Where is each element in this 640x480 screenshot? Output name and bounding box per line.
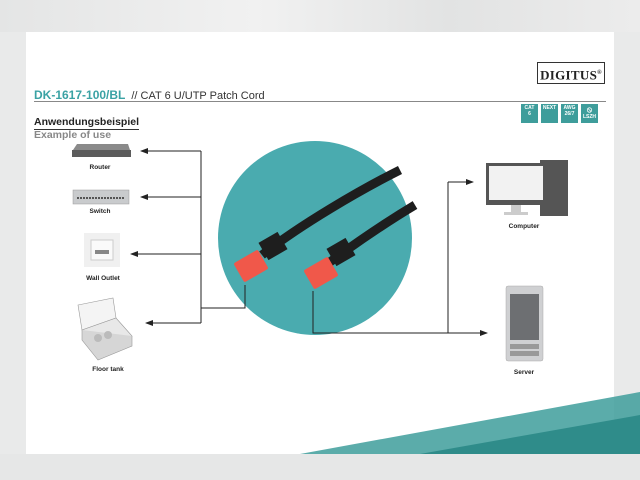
computer-icon xyxy=(486,160,568,216)
switch-label: Switch xyxy=(90,208,111,215)
switch-icon xyxy=(72,189,130,205)
product-circle xyxy=(218,141,412,335)
router-label: Router xyxy=(90,164,111,171)
product-code: DK-1617-100/BL xyxy=(34,88,126,102)
floor-tank-label: Floor tank xyxy=(92,366,124,373)
section-title-english: Example of use xyxy=(34,129,112,141)
badge-lszh: ⦸LSZH xyxy=(581,104,598,123)
patch-cable-image xyxy=(234,165,418,289)
top-background-band xyxy=(0,0,640,32)
computer-label: Computer xyxy=(509,223,540,230)
section-title-german: Anwendungsbeispiel xyxy=(34,116,140,130)
product-title: DK-1617-100/BL // CAT 6 U/UTP Patch Cord xyxy=(34,88,265,102)
bottom-background-band xyxy=(0,454,640,480)
digitus-logo: DIGITUS® xyxy=(537,62,605,84)
router-icon xyxy=(72,144,131,157)
right-connection-lines xyxy=(312,179,488,336)
header-divider xyxy=(34,101,606,102)
server-label: Server xyxy=(514,369,535,376)
left-connection-lines xyxy=(130,148,246,326)
server-icon xyxy=(505,285,544,362)
wall-outlet-icon xyxy=(84,233,120,267)
product-name: // CAT 6 U/UTP Patch Cord xyxy=(131,90,265,102)
floor-tank-icon xyxy=(77,297,133,361)
badge-next: NEXT xyxy=(541,104,558,123)
wall-outlet-label: Wall Outlet xyxy=(86,275,121,282)
